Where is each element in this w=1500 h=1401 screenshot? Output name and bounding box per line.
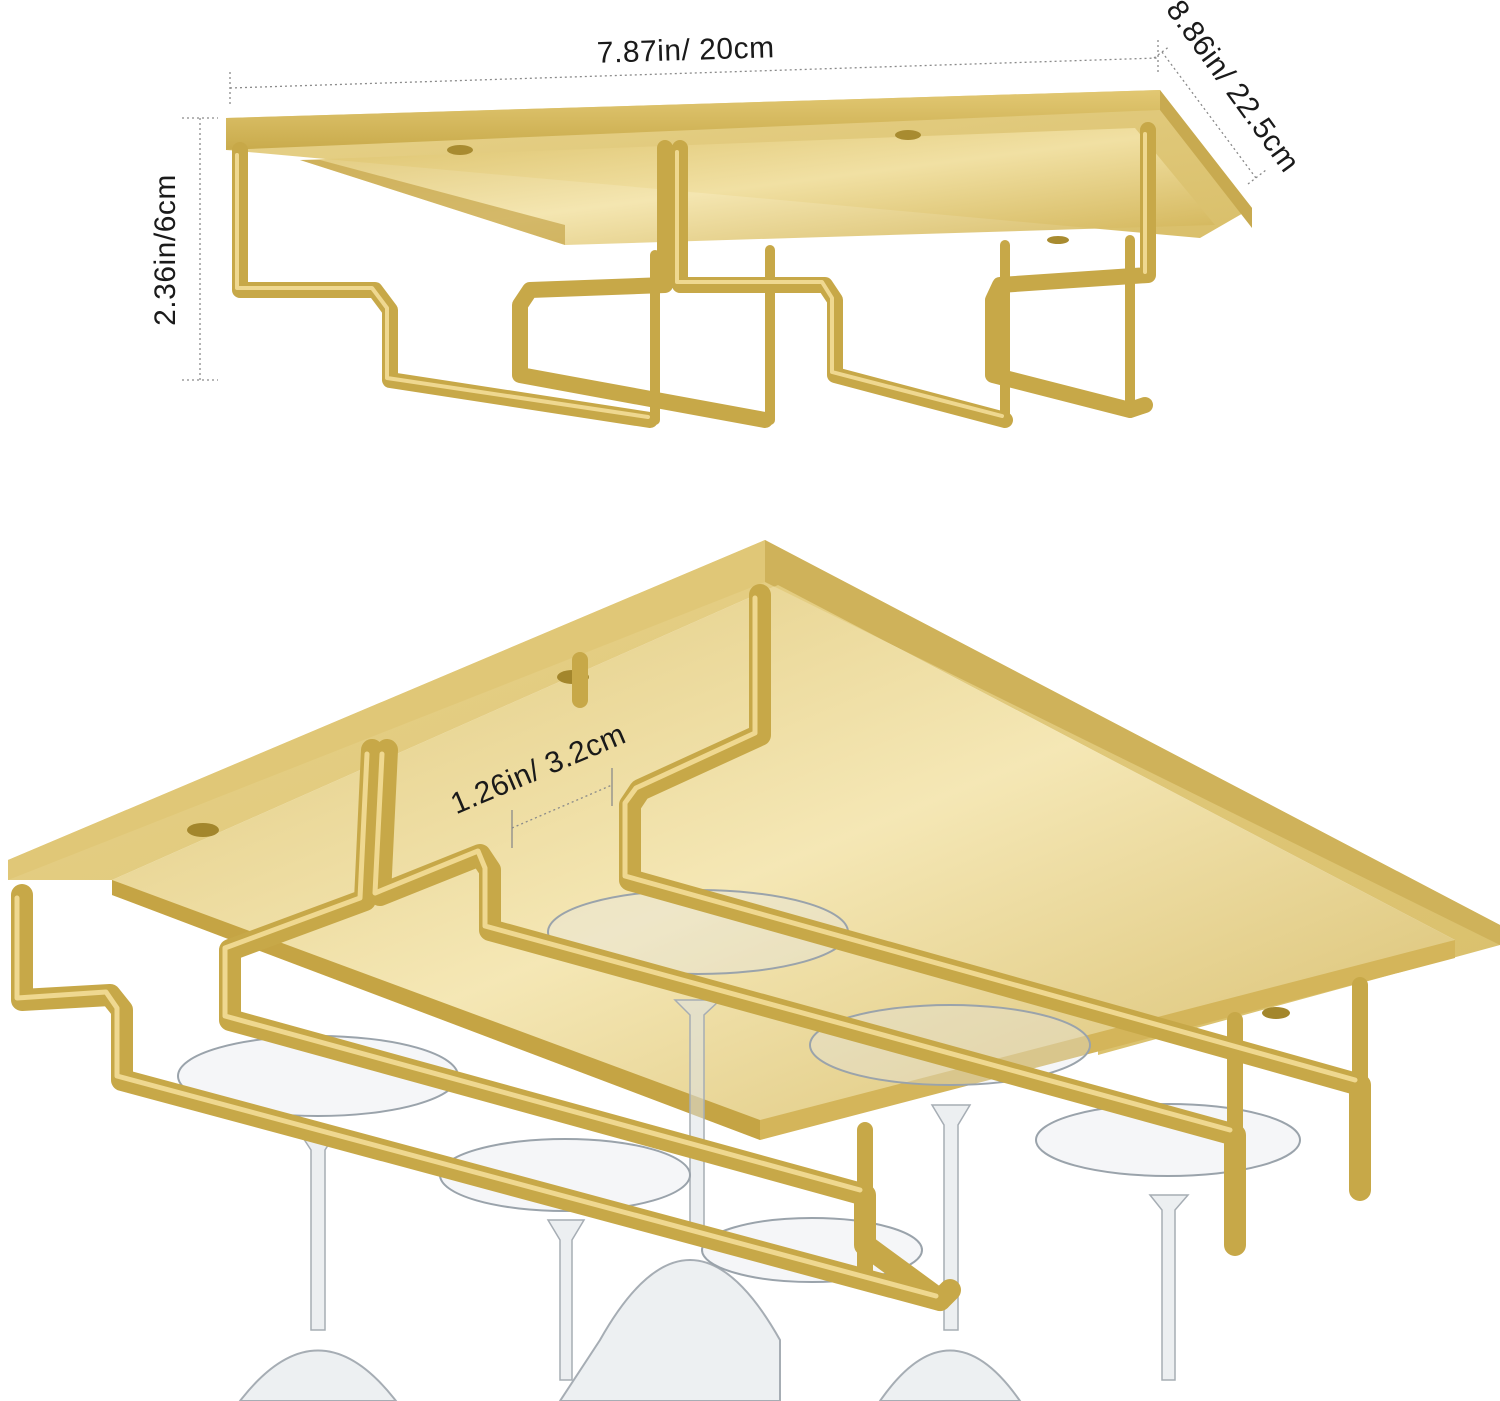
screw-hole	[895, 130, 921, 140]
wine-glass	[1035, 1103, 1301, 1381]
rack-with-glasses-view: 1.26in/ 3.2cm	[8, 540, 1500, 1401]
screw-hole	[187, 823, 219, 837]
height-label: 2.36in/6cm	[149, 174, 182, 326]
rack-rods-top-view	[232, 122, 1156, 428]
screw-hole	[447, 145, 473, 155]
width-dimension: 7.87in/ 20cm	[229, 31, 1159, 105]
height-dimension: 2.36in/6cm	[149, 117, 218, 381]
wine-glass	[177, 1035, 459, 1401]
rack-plate-front-edge	[226, 90, 1160, 150]
screw-hole	[1262, 1007, 1290, 1019]
rack-rods	[11, 584, 1371, 1311]
screw-hole	[1047, 236, 1069, 244]
width-label: 7.87in/ 20cm	[596, 31, 775, 70]
rack-plate-inner	[112, 585, 1455, 1140]
rack-front-view: 7.87in/ 20cm 8.86in/ 22.5cm 2.36in/6cm	[149, 0, 1306, 428]
